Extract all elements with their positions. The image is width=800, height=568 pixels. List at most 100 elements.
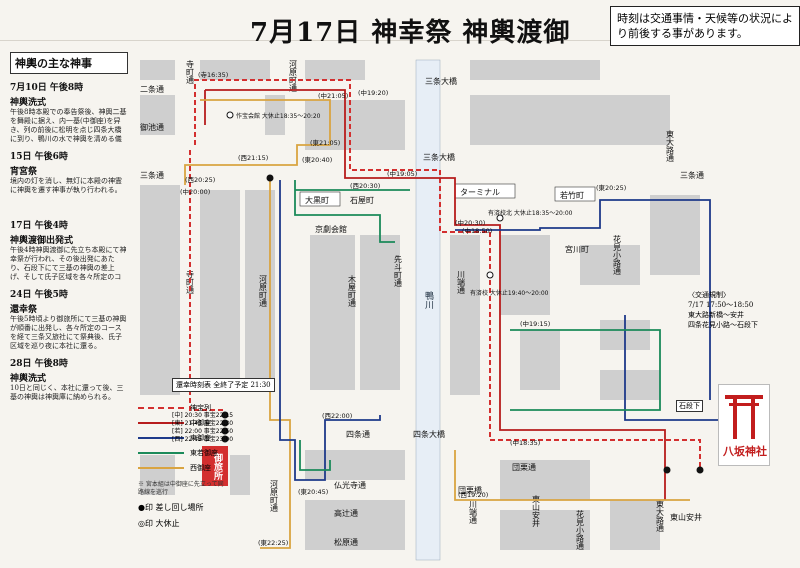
turnaround-marker [221, 419, 229, 427]
traffic-line: 東大路新橋〜安井 [688, 311, 744, 319]
arrival-time-row: [若] 22:00 事宝22:50 [172, 428, 233, 436]
header-divider [0, 40, 800, 41]
notice-box: 時刻は交通事情・天候等の状況により前後する事があります。 [610, 6, 800, 46]
arrival-time: 20:30 事宝22:15 [184, 412, 234, 419]
route-time: (東20:40) [302, 155, 332, 164]
rest-marker [226, 111, 234, 119]
city-block [500, 460, 590, 500]
legend-swatch [138, 406, 184, 409]
city-block [520, 330, 560, 390]
city-block [230, 455, 250, 495]
arrival-label: [西] [172, 436, 183, 443]
route-nishi [184, 99, 331, 185]
kamo-river [415, 59, 441, 561]
city-block [450, 235, 480, 395]
route-shinpo [194, 79, 701, 470]
city-block [305, 60, 365, 80]
yasaka-shrine: 八坂神社 [718, 384, 770, 466]
legend-symbol-turnaround: ●印 差し回し場所 [138, 503, 204, 512]
legend-swatch [138, 451, 184, 454]
rest-label: 有済校 大休止19:40〜20:00 [470, 289, 549, 297]
event-date: 17日 午後4時 [10, 221, 68, 231]
street-label: 河原町通 [259, 274, 268, 308]
bridge-label: 三条大橋 [423, 152, 455, 162]
district-label: ターミナル [460, 188, 500, 197]
district-label: 大黒町 [305, 195, 329, 205]
arrival-label: [東] [172, 420, 183, 427]
route-wakami [510, 329, 661, 411]
street-label: 四条通 [346, 429, 370, 439]
rest-label: 有済校北 大休止18:35〜20:00 [488, 209, 573, 217]
event-date: 7月10日 午後8時 [10, 83, 84, 93]
street-label: 仏光寺通 [334, 480, 366, 490]
event-date: 24日 午後5時 [10, 290, 68, 300]
city-block [500, 510, 590, 550]
event-name: 宵宮祭 [10, 167, 38, 177]
route-naka [205, 89, 666, 500]
city-block [310, 235, 355, 390]
otabisho-marker: 御旅所 [202, 446, 228, 486]
bridge-label: 三条大橋 [425, 76, 457, 86]
turnaround-marker [221, 435, 229, 443]
page-title: 7月17日 神幸祭 神輿渡御 [250, 18, 571, 48]
rest-label: 作宝会館 大休止18:35〜20:20 [236, 112, 321, 120]
arrival-label: [若] [172, 428, 183, 435]
city-block [140, 455, 175, 495]
event-desc: 境内の灯を消し、無灯に本殿の神霊に神輿を遷す神事が執り行われる。 [10, 177, 122, 194]
city-block [200, 190, 240, 390]
event-item-0: 7月10日 午後8時 神輿洗式 午後8時本殿での奉告祭後、神輿二基を舞殿に据え、… [10, 80, 128, 144]
legend-item: 西御座 [138, 460, 226, 475]
arrival-time: 22:45 事宝23:00 [184, 436, 234, 443]
route-nishi [260, 180, 291, 549]
route-wakami [294, 180, 395, 243]
arrival-time-row: [西] 22:45 事宝23:00 [172, 436, 233, 444]
arrival-label: [中] [172, 412, 183, 419]
legend-swatch [138, 421, 184, 424]
route-time: (寺16:35) [198, 71, 228, 79]
torii-icon [725, 395, 763, 439]
city-block [470, 60, 600, 80]
city-block [600, 370, 660, 400]
street-label: 川端通 [469, 500, 478, 525]
event-date: 28日 午後8時 [10, 359, 68, 369]
arrival-time: 21:45 事宝22:30 [184, 420, 234, 427]
city-block [200, 60, 270, 80]
street-label: 二条通 [140, 84, 164, 94]
turnaround-marker [696, 466, 704, 474]
event-desc: 午後8時本殿での奉告祭後、神輿二基を舞殿に据え、内一基(中御座)を舁き、列の前後… [10, 108, 127, 143]
street-label: 木屋町通 [348, 274, 357, 308]
arrival-times: [中] 20:30 事宝22:15 [東] 21:45 事宝22:30 [若] … [172, 412, 233, 444]
route-shinpo [189, 150, 225, 411]
sidebar-heading: 神輿の主な神事 [10, 52, 128, 74]
river-label: 鴨川 [423, 290, 434, 309]
street-label: 先斗町通 [394, 254, 403, 288]
city-block [610, 95, 670, 145]
sidebar-panel: 神輿の主な神事 7月10日 午後8時 神輿洗式 午後8時本殿での奉告祭後、神輿二… [10, 52, 128, 420]
city-block [140, 95, 175, 135]
route-time: (西19:20) [458, 491, 488, 499]
district-box [299, 191, 341, 207]
event-item-3: 24日 午後5時 還幸祭 午後5時頃より御旅所にて三基の神輿が順番に出発し、各々… [10, 287, 128, 351]
turnaround-marker [221, 411, 229, 419]
street-label: 東大路通 [656, 499, 665, 533]
route-wakami [299, 440, 331, 471]
legend-label: 中御座 [190, 418, 211, 427]
legend-label: 西御座 [190, 463, 211, 472]
arrival-time: 22:00 事宝22:50 [184, 428, 234, 435]
street-label: 寺町通 [186, 60, 195, 85]
traffic-line: 四条花見小路〜石段下 [688, 321, 758, 329]
city-block [305, 100, 405, 150]
event-desc: 午後5時頃より御旅所にて三基の神輿が順番に出発し、各々所定のコースを経て三条又旅… [10, 315, 127, 350]
route-higashi [624, 315, 720, 421]
route-nishi [454, 450, 690, 501]
event-name: 神輿渡御出発式 [10, 236, 74, 246]
event-desc: 午後4時神輿渡御に先立ち本殿にて神幸祭が行われ、その後出発にあたり、石段下にて三… [10, 246, 127, 281]
route-time: (西21:15) [238, 154, 268, 162]
route-time: (西22:00) [322, 412, 352, 420]
street-label: 川端通 [457, 270, 466, 295]
legend-item: 東御座 [138, 430, 226, 445]
street-label: 団栗通 [512, 462, 536, 472]
route-time: (中19:05) [387, 169, 417, 178]
city-block [360, 235, 400, 390]
legend-swatch [138, 436, 184, 439]
